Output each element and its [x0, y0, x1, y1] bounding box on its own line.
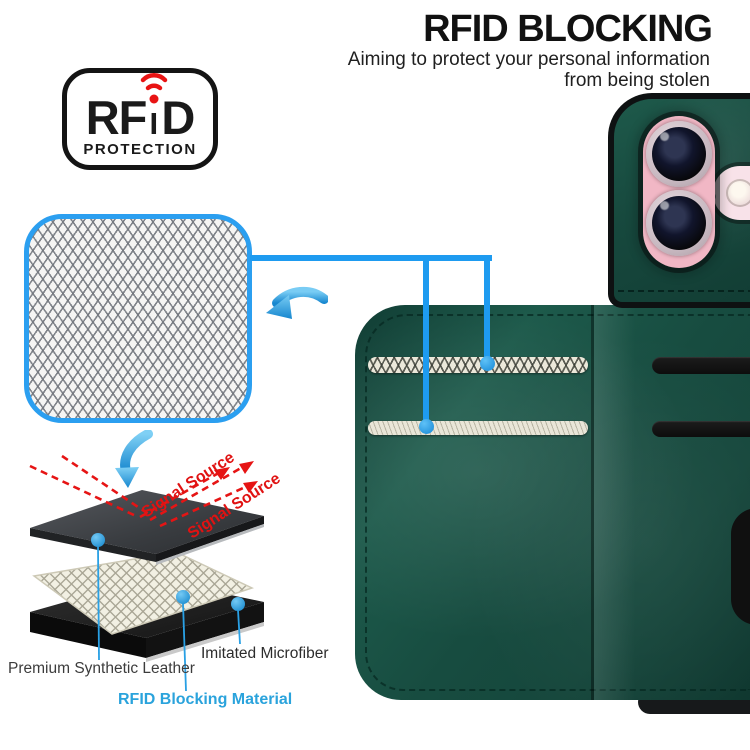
page-title: RFID BLOCKING [423, 8, 713, 50]
rfid-mesh-swatch [24, 214, 252, 423]
wifi-signal-icon [137, 63, 171, 107]
leader-lines [97, 545, 241, 692]
badge-text-i: I [149, 105, 159, 141]
card-slot-rfid-strip-2 [368, 421, 588, 435]
camera-cutout-hole [731, 508, 750, 625]
phone-case-back [608, 93, 750, 308]
case-stitching [618, 290, 750, 292]
leader-dot-mesh [176, 590, 190, 604]
callout-line-horizontal [250, 255, 492, 261]
badge-text-rf: RF [85, 90, 148, 144]
lens-highlight [660, 132, 669, 141]
badge-letter-i-wrap: I [141, 72, 168, 139]
leader-dot-leather [91, 533, 105, 547]
badge-text-d: D [161, 90, 195, 144]
rfid-protection-badge: RF I D PROTECTION [62, 68, 218, 170]
card-slot-right-1 [652, 357, 750, 374]
signal-arrowheads [214, 461, 258, 493]
callout-dot-2 [480, 356, 495, 371]
camera-lens-top [646, 121, 712, 187]
leader-dot-microfiber [231, 597, 245, 611]
callout-line-vertical-2 [484, 255, 490, 365]
flash-lens [726, 179, 750, 207]
down-curved-arrow-icon [110, 430, 158, 490]
stitching [365, 314, 750, 691]
card-slot-rfid-strip-1 [368, 357, 588, 373]
wallet-fold-crease [594, 305, 646, 700]
lens-highlight [660, 201, 669, 210]
label-rfid-blocking-material: RFID Blocking Material [118, 691, 293, 708]
page-subtitle: Aiming to protect your personal informat… [348, 49, 710, 91]
layer-rfid-mesh [32, 551, 255, 635]
wallet-fold-seam [591, 305, 594, 700]
callout-dot-1 [419, 419, 434, 434]
materials-diagram: Signal Source Signal Source [0, 430, 340, 730]
camera-lens-bottom [646, 190, 712, 256]
label-synthetic-leather: Premium Synthetic Leather [8, 660, 195, 677]
flash-pill [713, 166, 750, 220]
label-imitated-microfiber: Imitated Microfiber [201, 645, 329, 662]
card-slot-right-2 [652, 421, 750, 437]
camera-island [643, 116, 715, 268]
signal-arrows [29, 454, 253, 528]
callout-line-vertical-1 [423, 255, 429, 427]
badge-wordmark: RF I D [85, 72, 195, 144]
left-curved-arrow-icon [264, 286, 328, 330]
badge-protection-label: PROTECTION [83, 141, 197, 158]
subtitle-line-2: from being stolen [564, 70, 710, 91]
subtitle-line-1: Aiming to protect your personal informat… [347, 49, 710, 70]
